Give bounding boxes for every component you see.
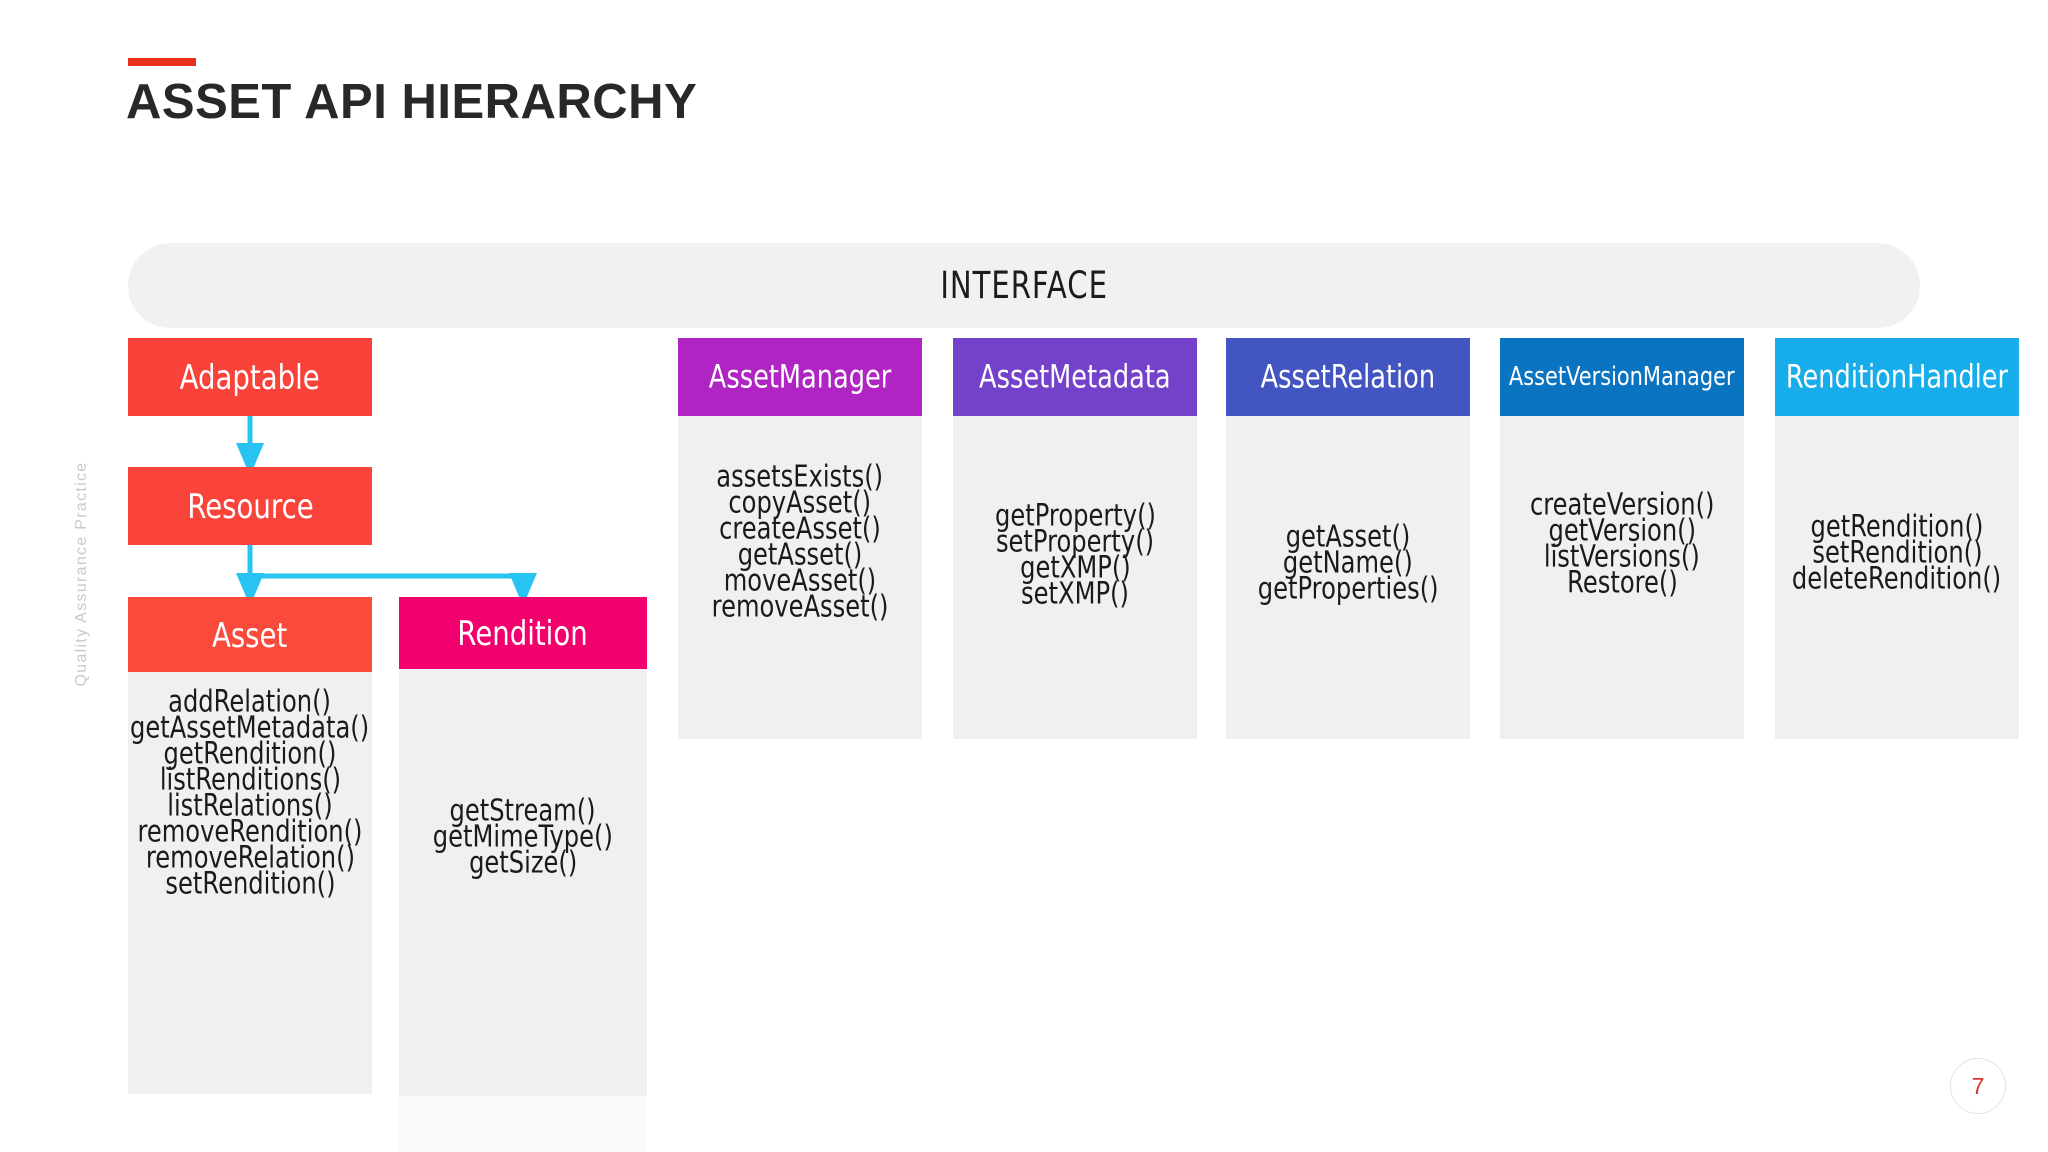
card-methods-renditionhandler: getRendition() setRendition() deleteRend… (1775, 416, 2019, 739)
page-title: ASSET API HIERARCHY (126, 75, 698, 129)
method-item: getRendition() (163, 736, 337, 772)
class-card-assetmanager[interactable]: AssetManager assetsExists() copyAsset() … (678, 338, 922, 739)
method-item: setRendition() (164, 866, 336, 902)
method-item: assetsExists() (716, 459, 884, 495)
card-title-assetrelation: AssetRelation (1260, 358, 1436, 396)
interface-band: INTERFACE (128, 243, 1920, 328)
method-item: listVersions() (1544, 539, 1700, 575)
card-title-assetmanager: AssetManager (708, 358, 892, 396)
method-item: getXMP() (1019, 550, 1131, 586)
method-item: getAsset() (737, 537, 863, 573)
card-methods-assetmanager: assetsExists() copyAsset() createAsset()… (678, 416, 922, 739)
class-card-adaptable[interactable]: Adaptable (128, 338, 372, 416)
card-title-assetversionmanager: AssetVersionManager (1509, 362, 1735, 392)
card-header-asset: Asset (128, 597, 372, 672)
card-title-assetmetadata: AssetMetadata (979, 358, 1171, 396)
title-accent-rule (128, 58, 196, 66)
method-item: addRelation() (168, 684, 332, 720)
method-item: getMimeType() (432, 819, 614, 855)
method-item: deleteRendition() (1792, 561, 2002, 597)
class-card-renditionhandler[interactable]: RenditionHandler getRendition() setRendi… (1775, 338, 2019, 739)
method-item: getAssetMetadata() (130, 710, 370, 746)
card-methods-rendition: getStream() getMimeType() getSize() (399, 669, 647, 1096)
page-number-badge: 7 (1950, 1058, 2006, 1114)
page-number-value: 7 (1971, 1072, 1985, 1099)
method-item: setXMP() (1021, 576, 1129, 612)
method-item: getName() (1283, 545, 1413, 581)
card-methods-assetmetadata: getProperty() setProperty() getXMP() set… (953, 416, 1197, 739)
card-title-resource: Resource (186, 485, 314, 527)
class-card-assetrelation[interactable]: AssetRelation getAsset() getName() getPr… (1226, 338, 1470, 739)
method-item: getAsset() (1285, 519, 1411, 555)
card-header-renditionhandler: RenditionHandler (1775, 338, 2019, 416)
method-item: getVersion() (1548, 513, 1696, 549)
card-title-asset: Asset (212, 614, 288, 655)
card-methods-asset: addRelation() getAssetMetadata() getRend… (128, 672, 372, 1094)
interface-band-label: INTERFACE (940, 263, 1108, 308)
method-item: getSize() (468, 845, 578, 881)
method-item: getStream() (449, 793, 597, 829)
card-header-rendition: Rendition (399, 597, 647, 669)
method-item: Restore() (1566, 565, 1678, 601)
card-title-renditionhandler: RenditionHandler (1785, 358, 2009, 396)
method-item: removeRendition() (137, 814, 363, 850)
method-item: copyAsset() (728, 485, 872, 521)
class-card-rendition[interactable]: Rendition getStream() getMimeType() getS… (399, 597, 647, 1096)
class-card-resource[interactable]: Resource (128, 467, 372, 545)
method-item: createAsset() (719, 511, 881, 547)
method-item: createVersion() (1529, 487, 1715, 523)
card-header-resource: Resource (128, 467, 372, 545)
method-item: removeAsset() (711, 589, 889, 625)
method-item: removeRelation() (145, 840, 355, 876)
method-item: listRenditions() (159, 762, 341, 798)
card-header-adaptable: Adaptable (128, 338, 372, 416)
card-header-assetmetadata: AssetMetadata (953, 338, 1197, 416)
card-header-assetmanager: AssetManager (678, 338, 922, 416)
card-methods-assetrelation: getAsset() getName() getProperties() (1226, 416, 1470, 739)
class-card-asset[interactable]: Asset addRelation() getAssetMetadata() g… (128, 597, 372, 1094)
class-card-assetversionmanager[interactable]: AssetVersionManager createVersion() getV… (1500, 338, 1744, 739)
card-title-adaptable: Adaptable (179, 356, 321, 398)
method-item: moveAsset() (723, 563, 877, 599)
method-item: setProperty() (995, 524, 1155, 560)
method-item: getProperty() (994, 498, 1156, 534)
method-item: getProperties() (1257, 571, 1439, 607)
method-item: listRelations() (167, 788, 333, 824)
card-title-rendition: Rendition (457, 612, 589, 654)
method-item: setRendition() (1811, 535, 1983, 571)
class-card-assetmetadata[interactable]: AssetMetadata getProperty() setProperty(… (953, 338, 1197, 739)
card-header-assetversionmanager: AssetVersionManager (1500, 338, 1744, 416)
card-methods-assetversionmanager: createVersion() getVersion() listVersion… (1500, 416, 1744, 739)
card-header-assetrelation: AssetRelation (1226, 338, 1470, 416)
vertical-practice-label: Quality Assurance Practice (73, 461, 90, 687)
method-item: getRendition() (1810, 509, 1984, 545)
